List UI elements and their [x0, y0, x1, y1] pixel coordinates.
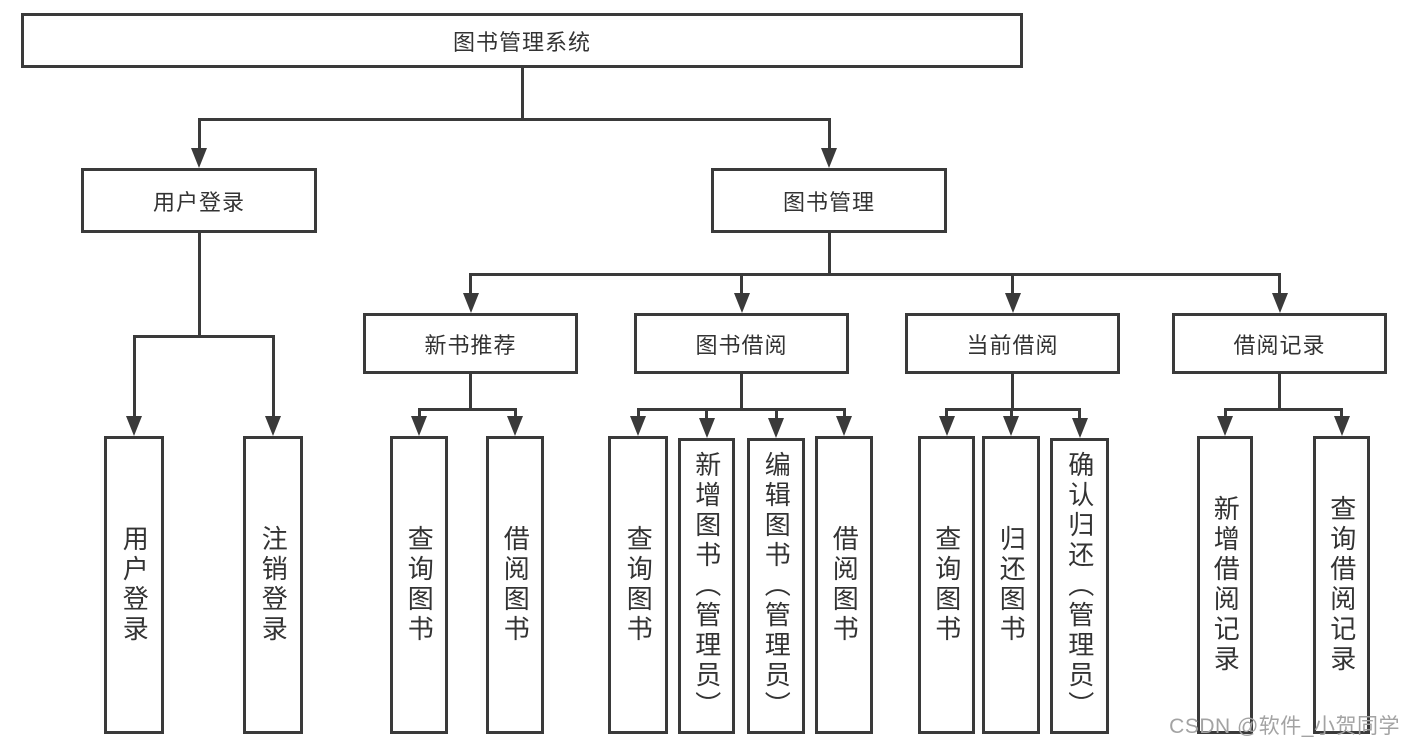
watermark: CSDN @软件_小贺同学	[1169, 715, 1400, 738]
diagram-node-new-book-rec: 新书推荐	[363, 313, 578, 374]
arrowhead-down-icon	[938, 416, 955, 436]
connector-drop	[469, 273, 472, 299]
arrowhead-down-icon	[836, 416, 852, 436]
diagram-node-br-query-record: 查询借阅记录	[1313, 436, 1370, 734]
diagram-node-book-borrow: 图书借阅	[634, 313, 849, 374]
connector-drop	[132, 335, 136, 422]
arrowhead-down-icon	[265, 416, 281, 436]
connector-drop	[1278, 273, 1281, 299]
diagram-node-user-login-leaf: 用户登录	[104, 436, 164, 734]
diagram-node-current-borrow: 当前借阅	[905, 313, 1120, 374]
diagram-node-book-mgmt: 图书管理	[711, 168, 947, 233]
connector-stem	[520, 68, 524, 121]
arrowhead-down-icon	[1333, 416, 1350, 436]
connector-drop	[774, 408, 778, 424]
node-label: 归还图书	[996, 525, 1027, 645]
diagram-node-borrow-records: 借阅记录	[1172, 313, 1387, 374]
connector-stem	[740, 374, 743, 411]
arrowhead-down-icon	[507, 416, 523, 436]
arrowhead-down-icon	[1071, 418, 1088, 438]
node-label: 注销登录	[258, 525, 289, 645]
node-label: 新书推荐	[424, 332, 517, 358]
diagram-node-bb-query-books: 查询图书	[608, 436, 668, 734]
node-label: 查询图书	[623, 525, 654, 645]
diagram-node-bb-add-books: 新增图书（管理员）	[678, 438, 735, 734]
arrowhead-down-icon	[126, 416, 142, 436]
arrowhead-down-icon	[1003, 416, 1019, 436]
connector-drop	[842, 408, 846, 422]
connector-drop	[705, 408, 708, 424]
connector-stem	[1278, 374, 1281, 411]
node-label: 查询借阅记录	[1326, 495, 1357, 675]
connector-stem	[469, 374, 472, 411]
connector-drop	[1009, 408, 1013, 422]
diagram-node-cb-return-books: 归还图书	[982, 436, 1040, 734]
arrowhead-down-icon	[630, 416, 646, 436]
node-label: 查询图书	[404, 525, 435, 645]
diagram-node-br-add-record: 新增借阅记录	[1197, 436, 1253, 734]
diagram-node-cb-confirm-return: 确认归还（管理员）	[1050, 438, 1109, 734]
node-label: 借阅记录	[1233, 332, 1326, 358]
connector-drop	[417, 408, 421, 422]
node-label: 新增借阅记录	[1210, 495, 1241, 675]
arrowhead-down-icon	[1004, 293, 1021, 313]
connector-drop	[1011, 273, 1014, 299]
connector-drop	[740, 273, 743, 299]
connector-bar	[1223, 408, 1343, 411]
connector-drop	[636, 408, 640, 422]
node-label: 图书管理系统	[452, 29, 591, 55]
connector-bar	[945, 408, 1081, 411]
connector-bar	[636, 408, 846, 411]
node-label: 用户登录	[152, 189, 245, 215]
node-label: 图书借阅	[695, 332, 788, 358]
diagram-node-user-login: 用户登录	[81, 168, 317, 233]
connector-drop	[1340, 408, 1343, 422]
arrowhead-down-icon	[1271, 293, 1288, 313]
connector-stem	[1011, 374, 1014, 411]
node-label: 借阅图书	[500, 525, 531, 645]
arrowhead-down-icon	[768, 418, 784, 438]
arrowhead-down-icon	[462, 293, 479, 313]
connector-drop	[945, 408, 948, 422]
connector-stem	[197, 233, 201, 338]
node-label: 用户登录	[119, 525, 150, 645]
arrowhead-down-icon	[733, 293, 750, 313]
connector-bar	[197, 118, 831, 121]
diagram-node-logout: 注销登录	[243, 436, 303, 734]
node-label: 确认归还（管理员）	[1064, 451, 1095, 721]
diagram-node-rec-query-books: 查询图书	[390, 436, 448, 734]
diagram-node-cb-query-books: 查询图书	[918, 436, 975, 734]
node-label: 查询图书	[931, 525, 962, 645]
connector-drop	[1078, 408, 1081, 424]
diagram-node-bb-edit-books: 编辑图书（管理员）	[747, 438, 805, 734]
connector-bar	[469, 273, 1281, 276]
arrowhead-down-icon	[1217, 416, 1233, 436]
connector-drop	[197, 118, 201, 154]
arrowhead-down-icon	[191, 148, 207, 168]
connector-bar	[417, 408, 517, 411]
diagram-node-bb-borrow-books: 借阅图书	[815, 436, 873, 734]
arrowhead-down-icon	[698, 418, 715, 438]
connector-bar	[132, 335, 275, 338]
connector-stem	[827, 233, 831, 276]
node-label: 编辑图书（管理员）	[761, 451, 792, 721]
arrowhead-down-icon	[411, 416, 427, 436]
node-label: 当前借阅	[966, 332, 1059, 358]
connector-drop	[513, 408, 517, 422]
connector-drop	[1223, 408, 1227, 422]
connector-drop	[827, 118, 831, 154]
arrowhead-down-icon	[821, 148, 837, 168]
node-label: 新增图书（管理员）	[691, 451, 722, 721]
diagram-node-rec-borrow-books: 借阅图书	[486, 436, 544, 734]
node-label: 图书管理	[782, 189, 875, 215]
diagram-node-root: 图书管理系统	[21, 13, 1023, 68]
connector-drop	[271, 335, 275, 422]
node-label: 借阅图书	[829, 525, 860, 645]
